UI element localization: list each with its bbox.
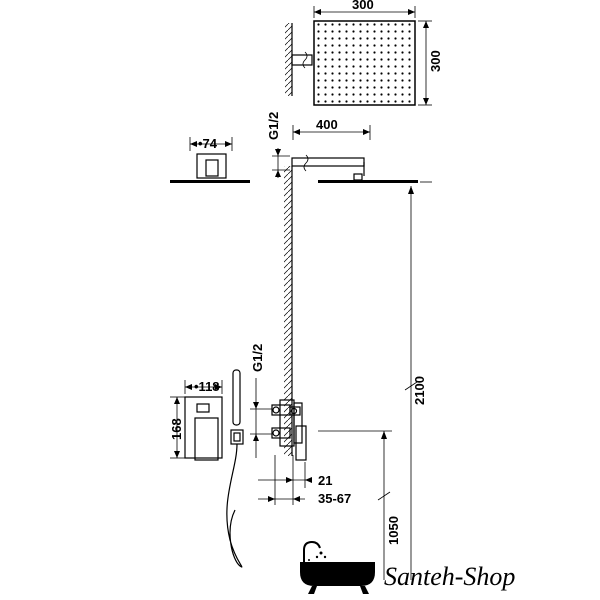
dim-mixer-floor-height: 1050 xyxy=(386,516,401,545)
dim-1050: 1050 xyxy=(318,430,401,580)
depth-dims: 21 35-67 xyxy=(258,455,351,506)
wall-hatch xyxy=(284,166,292,456)
logo-text: Santeh-Shop xyxy=(384,562,515,591)
bathtub-icon xyxy=(300,540,375,594)
mixer-section: G1/2 xyxy=(250,344,307,461)
arm-top xyxy=(291,54,313,66)
dim-mixer-width: •118 xyxy=(194,379,220,394)
hand-shower xyxy=(226,369,244,568)
dim-arm-length: 400 xyxy=(316,117,338,132)
dim-mixer-height: 168 xyxy=(169,418,184,440)
shower-arm-side-view: 400 G1/2 xyxy=(266,112,432,183)
dim-thread-top: G1/2 xyxy=(266,112,281,140)
shower-head-side xyxy=(353,173,363,181)
dim-wall-depth-range: 35-67 xyxy=(318,491,351,506)
dim-shower-height: 300 xyxy=(428,50,443,72)
dim-side-width: •74 xyxy=(198,136,218,151)
dim-shower-width: 300 xyxy=(352,0,374,12)
square-shower-plate xyxy=(313,20,416,106)
shower-head-top-view: 300 300 xyxy=(285,0,443,106)
santeh-shop-logo: Santeh-Shop xyxy=(300,540,515,594)
dim-total-height: 2100 xyxy=(412,376,427,405)
wall-hatch-top xyxy=(285,23,292,96)
dim-wall-depth-min: 21 xyxy=(318,473,332,488)
dim-2100: 2100 xyxy=(404,186,427,580)
wall-section xyxy=(284,166,293,456)
side-view-74: •74 xyxy=(170,136,250,183)
mixer-front-view: •118 168 xyxy=(169,379,223,461)
dim-thread-mixer: G1/2 xyxy=(250,344,265,372)
